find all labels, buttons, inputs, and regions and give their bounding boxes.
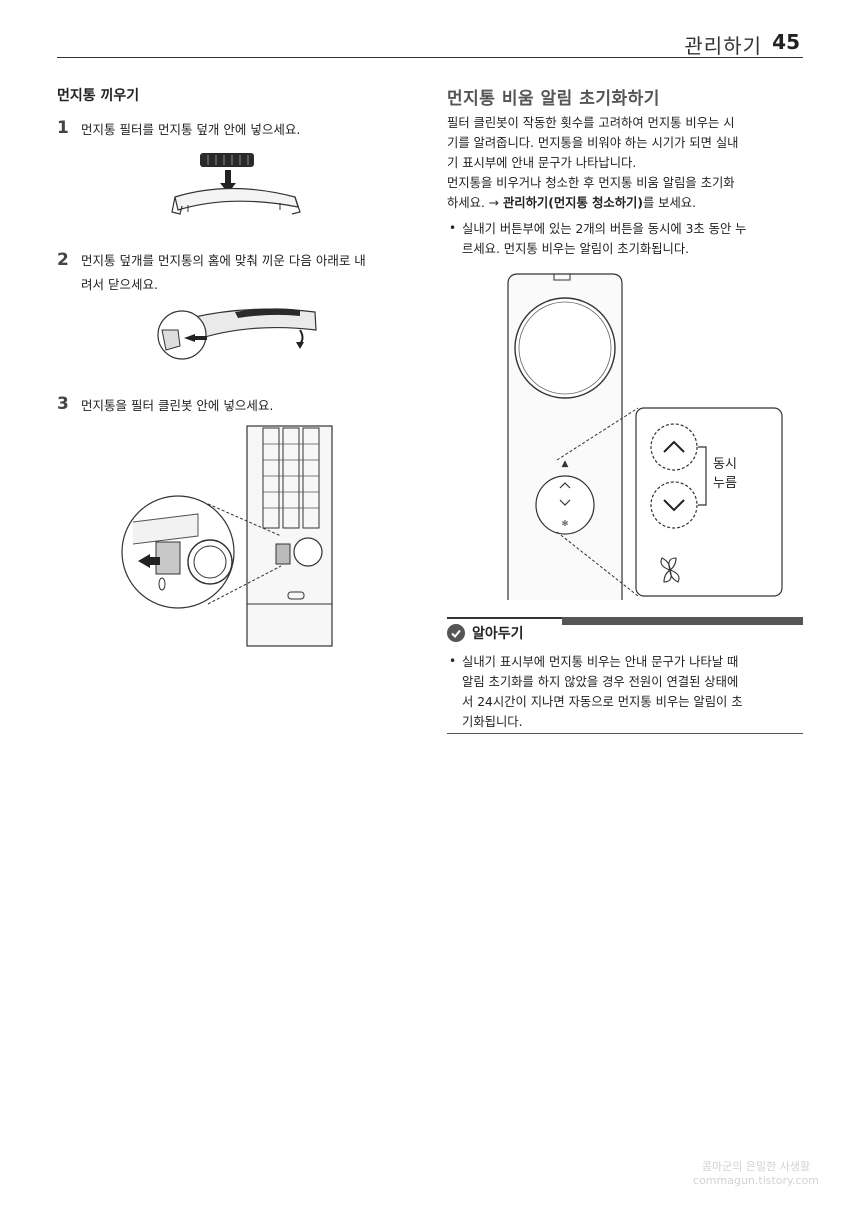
cross-reference-link[interactable]: 관리하기(먼지통 청소하기) bbox=[502, 196, 643, 210]
header-divider bbox=[57, 57, 803, 58]
note-title: 알아두기 bbox=[472, 626, 524, 642]
note-line-1: 실내기 표시부에 먼지통 비우는 안내 문구가 나타날 때 bbox=[462, 655, 739, 669]
reset-instruction-prefix: 하세요. → bbox=[447, 196, 503, 210]
dustbin-insert-illustration bbox=[121, 425, 333, 647]
page-number: 45 bbox=[772, 30, 800, 54]
bullet-line-2: 르세요. 먼지통 비우는 알림이 초기화됩니다. bbox=[462, 242, 690, 256]
intro-line-1: 필터 클린봇이 작동한 횟수를 고려하여 먼지통 비우는 시 bbox=[447, 116, 735, 130]
svg-text:▲: ▲ bbox=[562, 459, 569, 469]
left-section-title: 먼지통 끼우기 bbox=[57, 88, 140, 104]
reset-instruction-line-1: 먼지통을 비우거나 청소한 후 먼지통 비움 알림을 초기화 bbox=[447, 176, 735, 190]
note-line-2: 알림 초기화를 하지 않았을 경우 전원이 연결된 상태에 bbox=[462, 675, 739, 689]
note-bottom-border bbox=[447, 733, 803, 734]
check-icon bbox=[447, 624, 465, 642]
intro-line-2: 기를 알려줍니다. 먼지통을 비워야 하는 시기가 되면 실내 bbox=[447, 136, 739, 150]
step-2-number: 2 bbox=[57, 250, 69, 270]
simultaneous-press-label: 동시 누름 bbox=[713, 455, 737, 493]
right-section-title: 먼지통 비움 알림 초기화하기 bbox=[447, 89, 660, 109]
step-3-text: 먼지통을 필터 클린봇 안에 넣으세요. bbox=[81, 398, 274, 413]
bullet-marker: • bbox=[449, 221, 457, 235]
reset-instruction-suffix: 를 보세요. bbox=[642, 196, 697, 210]
cover-attach-illustration bbox=[157, 308, 317, 360]
note-line-4: 기화됩니다. bbox=[462, 715, 523, 729]
svg-text:✻: ✻ bbox=[562, 519, 569, 528]
note-top-border bbox=[447, 617, 562, 619]
watermark-url: commagun.tistory.com bbox=[693, 1174, 819, 1187]
step-3-number: 3 bbox=[57, 394, 69, 414]
figure-label-line-2: 누름 bbox=[713, 476, 737, 491]
note-top-bar bbox=[562, 617, 803, 625]
step-2-text-line-2: 려서 닫으세요. bbox=[81, 277, 158, 292]
filter-insert-illustration bbox=[171, 153, 301, 215]
watermark-title: 콤마군의 은밀한 사생활 bbox=[701, 1160, 811, 1173]
reset-instruction-line-2: 하세요. → 관리하기(먼지통 청소하기)를 보세요. bbox=[447, 193, 696, 213]
step-1-number: 1 bbox=[57, 118, 69, 138]
figure-label-line-1: 동시 bbox=[713, 457, 737, 472]
intro-line-3: 기 표시부에 안내 문구가 나타납니다. bbox=[447, 156, 637, 170]
note-line-3: 서 24시간이 지나면 자동으로 먼지통 비우는 알림이 초 bbox=[462, 695, 743, 709]
indoor-unit-button-illustration: ▲ ✻ bbox=[507, 273, 783, 600]
note-bullet-marker: • bbox=[449, 654, 457, 668]
step-2-text-line-1: 먼지통 덮개를 먼지통의 홈에 맞춰 끼운 다음 아래로 내 bbox=[81, 253, 366, 268]
step-1-text: 먼지통 필터를 먼지통 덮개 안에 넣으세요. bbox=[81, 122, 301, 137]
bullet-line-1: 실내기 버튼부에 있는 2개의 버튼을 동시에 3초 동안 누 bbox=[462, 222, 747, 236]
header-section-title: 관리하기 bbox=[684, 34, 762, 58]
